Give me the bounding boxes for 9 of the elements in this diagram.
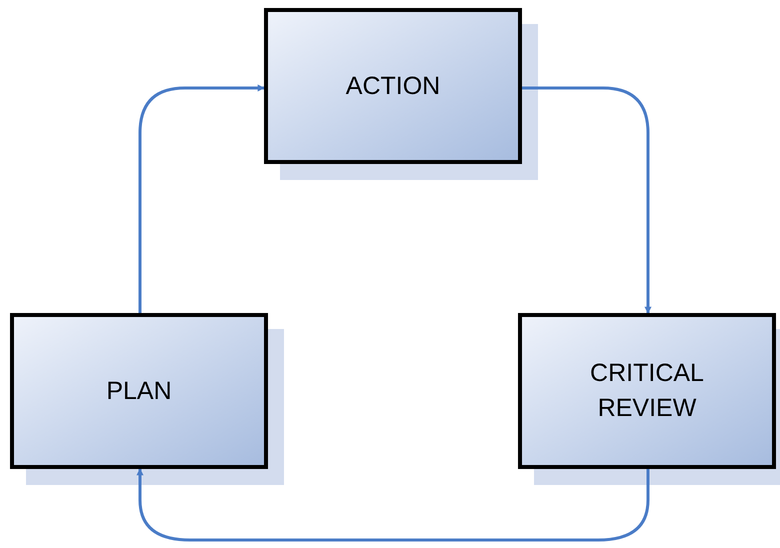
arrow [138, 84, 265, 313]
box-label: ACTION [344, 70, 442, 102]
arrow [522, 86, 652, 314]
box-label: PLAN [105, 376, 173, 406]
box-label: CRITICAL REVIEW [589, 358, 705, 424]
process-box [264, 8, 522, 164]
arrow [136, 468, 650, 542]
process-box [10, 313, 268, 469]
process-box [518, 313, 776, 469]
